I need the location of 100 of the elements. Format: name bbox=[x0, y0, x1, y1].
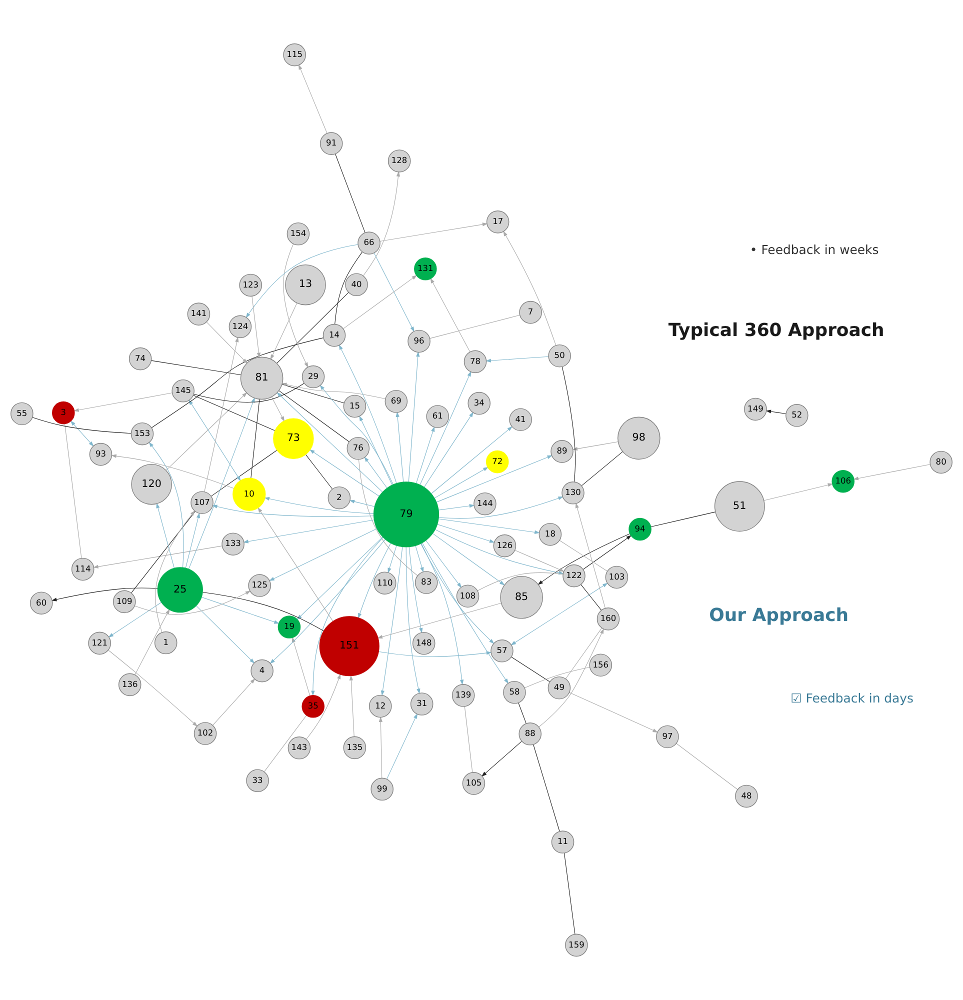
node-circle: 131 bbox=[414, 258, 437, 280]
arrow bbox=[503, 230, 556, 346]
arrow bbox=[359, 416, 392, 486]
node-circle: 125 bbox=[248, 574, 271, 597]
node-circle: 124 bbox=[228, 315, 252, 338]
node-circle: 128 bbox=[388, 150, 411, 172]
arrow bbox=[252, 296, 261, 358]
node-circle: 144 bbox=[474, 492, 496, 516]
arrow bbox=[306, 674, 341, 740]
node-circle: 97 bbox=[656, 725, 679, 748]
node-circle: 156 bbox=[589, 654, 612, 677]
node-circle: 48 bbox=[735, 784, 758, 808]
arrow bbox=[438, 504, 475, 510]
node-circle: 33 bbox=[246, 769, 269, 792]
arrow bbox=[363, 171, 400, 276]
arrow bbox=[155, 510, 196, 633]
node-circle: 108 bbox=[456, 584, 480, 608]
connector bbox=[564, 852, 576, 934]
arrow bbox=[298, 64, 328, 134]
node-circle: 126 bbox=[493, 534, 516, 558]
connector bbox=[511, 656, 550, 682]
arrow bbox=[258, 507, 334, 622]
arrow bbox=[436, 455, 552, 502]
arrow bbox=[134, 608, 170, 675]
node-circle: 123 bbox=[239, 274, 262, 297]
node-circle: 105 bbox=[462, 772, 486, 795]
connector bbox=[278, 390, 350, 442]
arrow bbox=[424, 412, 474, 488]
arrow bbox=[349, 500, 375, 507]
connector bbox=[202, 592, 324, 632]
node-circle: 121 bbox=[88, 632, 111, 655]
connector bbox=[580, 584, 602, 610]
arrow bbox=[185, 512, 200, 568]
arrow bbox=[408, 546, 423, 634]
arrow bbox=[358, 542, 391, 618]
arrow bbox=[311, 537, 384, 696]
node-circle: 109 bbox=[112, 590, 136, 614]
arrow bbox=[246, 244, 358, 318]
arrow bbox=[320, 384, 394, 485]
node-circle: 94 bbox=[628, 518, 652, 541]
connector bbox=[334, 252, 362, 324]
node-circle: 106 bbox=[832, 470, 855, 493]
connector bbox=[533, 744, 560, 832]
node-circle: 160 bbox=[596, 608, 620, 630]
arrow bbox=[388, 545, 397, 574]
label: • Feedback in weeks bbox=[750, 242, 879, 258]
label: ☑ Feedback in days bbox=[790, 690, 914, 706]
node-circle: 96 bbox=[408, 330, 430, 353]
arrow bbox=[378, 651, 492, 657]
arrow bbox=[93, 546, 222, 568]
node-circle: 98 bbox=[618, 416, 660, 460]
arrow bbox=[283, 244, 308, 368]
node-circle: 151 bbox=[319, 616, 380, 676]
connector bbox=[518, 702, 526, 724]
connector bbox=[562, 366, 576, 482]
arrow bbox=[212, 678, 256, 726]
node-circle: 120 bbox=[131, 464, 172, 505]
node-circle: 17 bbox=[486, 210, 510, 234]
arrow bbox=[514, 550, 565, 572]
arrow bbox=[421, 543, 464, 685]
node-circle: 148 bbox=[412, 632, 436, 655]
arrow bbox=[51, 588, 158, 602]
node-circle: 55 bbox=[10, 402, 34, 426]
node-circle: 11 bbox=[551, 830, 574, 854]
arrow bbox=[853, 464, 930, 480]
arrow bbox=[212, 504, 374, 517]
arrow bbox=[343, 274, 418, 329]
node-circle: 61 bbox=[426, 405, 450, 428]
arrow bbox=[386, 713, 418, 780]
node-circle: 114 bbox=[71, 558, 94, 581]
connector bbox=[276, 292, 349, 364]
arrow bbox=[438, 518, 540, 534]
connector bbox=[282, 384, 344, 404]
arrow bbox=[437, 524, 495, 543]
node-circle: 83 bbox=[414, 571, 438, 594]
node-circle: 79 bbox=[373, 482, 440, 548]
connector bbox=[464, 706, 473, 773]
node-circle: 18 bbox=[538, 522, 562, 546]
connector bbox=[151, 360, 242, 376]
arrow bbox=[486, 356, 549, 362]
node-circle: 51 bbox=[714, 481, 765, 532]
node-circle: 50 bbox=[548, 344, 571, 368]
arrow bbox=[431, 426, 513, 494]
node-circle: 91 bbox=[320, 132, 343, 155]
connector bbox=[194, 383, 304, 402]
node-circle: 99 bbox=[370, 778, 394, 801]
node-circle: 102 bbox=[194, 722, 217, 745]
connector bbox=[64, 424, 82, 559]
arrow bbox=[572, 441, 618, 451]
arrow bbox=[206, 322, 248, 364]
node-circle: 35 bbox=[302, 695, 325, 718]
arrow bbox=[380, 222, 488, 242]
node-circle: 12 bbox=[368, 694, 392, 718]
connector bbox=[676, 743, 738, 790]
arrow bbox=[434, 466, 488, 498]
arrow bbox=[408, 351, 420, 482]
arrow bbox=[426, 540, 462, 588]
node-circle: 154 bbox=[286, 222, 310, 246]
arrow bbox=[422, 542, 509, 684]
arrow bbox=[269, 528, 378, 581]
